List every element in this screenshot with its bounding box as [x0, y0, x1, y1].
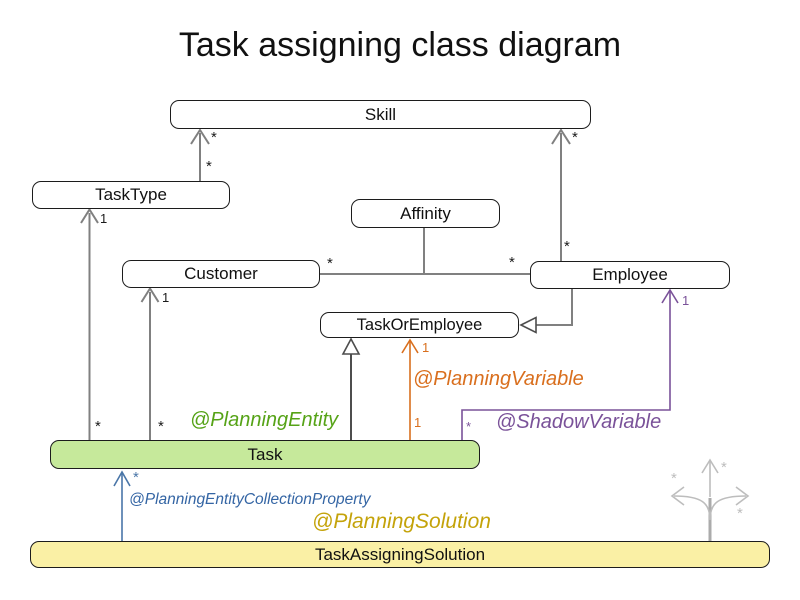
class-box-skill: Skill — [170, 100, 591, 129]
multiplicity-label: 1 — [682, 293, 690, 308]
class-box-tasktype: TaskType — [32, 181, 230, 209]
class-label: Task — [247, 444, 283, 464]
annotation-planning-solution: @PlanningSolution — [312, 510, 491, 533]
arrowhead-icon — [113, 470, 131, 487]
diagram-title: Task assigning class diagram — [178, 26, 622, 64]
multiplicity-label: * — [158, 418, 164, 435]
multiplicity-label: * — [327, 255, 333, 272]
faded-arrow-decoration — [670, 458, 750, 541]
multiplicity-label: * — [95, 418, 101, 435]
multiplicity-label: 1 — [414, 415, 422, 430]
class-box-taskoremployee: TaskOrEmployee — [320, 312, 519, 338]
class-box-task: Task — [50, 440, 480, 469]
annotation-planning-entity-collection-property: @PlanningEntityCollectionProperty — [129, 491, 371, 508]
multiplicity-label: * — [133, 469, 139, 486]
arrowhead-icon — [551, 128, 571, 145]
annotation-planning-entity: @PlanningEntity — [190, 409, 339, 431]
class-box-affinity: Affinity — [351, 199, 500, 228]
annotation-shadow-variable: @ShadowVariable — [496, 411, 662, 433]
class-label: Employee — [592, 265, 668, 284]
multiplicity-label: 1 — [162, 290, 170, 305]
arrowhead-icon — [80, 207, 99, 224]
class-box-customer: Customer — [122, 260, 320, 288]
multiplicity-label: 1 — [422, 340, 430, 355]
arrowhead-icon — [661, 288, 679, 304]
multiplicity-label: * — [671, 470, 677, 487]
class-box-employee: Employee — [530, 261, 730, 289]
class-label: Customer — [184, 264, 258, 283]
collection-property-arrow — [113, 470, 131, 541]
multiplicity-label: * — [721, 459, 727, 476]
annotation-planning-variable: @PlanningVariable — [413, 368, 584, 390]
arrowhead-icon — [401, 338, 419, 354]
multiplicity-label: * — [206, 158, 212, 175]
faded-left-curve — [673, 495, 711, 521]
multiplicity-label: * — [564, 238, 570, 255]
multiplicity-label: * — [466, 419, 472, 434]
multiplicity-label: * — [211, 129, 217, 146]
arrowhead-icon — [670, 486, 685, 506]
class-label: TaskAssigningSolution — [314, 544, 486, 564]
class-label: Skill — [364, 104, 397, 124]
arrowhead-icon — [190, 128, 210, 145]
class-label: TaskOrEmployee — [356, 315, 483, 334]
multiplicity-label: 1 — [100, 211, 108, 226]
arrowhead-icon — [140, 286, 160, 303]
generalization-triangle-icon — [341, 337, 361, 355]
multiplicity-label: * — [572, 129, 578, 146]
arrowhead-icon — [701, 458, 719, 474]
employee-to-taskoremployee-line — [536, 289, 573, 326]
class-box-taskassigningsolution: TaskAssigningSolution — [30, 541, 770, 568]
class-label: TaskType — [95, 185, 167, 204]
arrowhead-icon — [735, 486, 750, 506]
generalization-triangle-icon — [519, 316, 537, 334]
multiplicity-label: * — [737, 505, 743, 522]
multiplicity-label: * — [509, 254, 515, 271]
class-label: Affinity — [400, 203, 451, 223]
